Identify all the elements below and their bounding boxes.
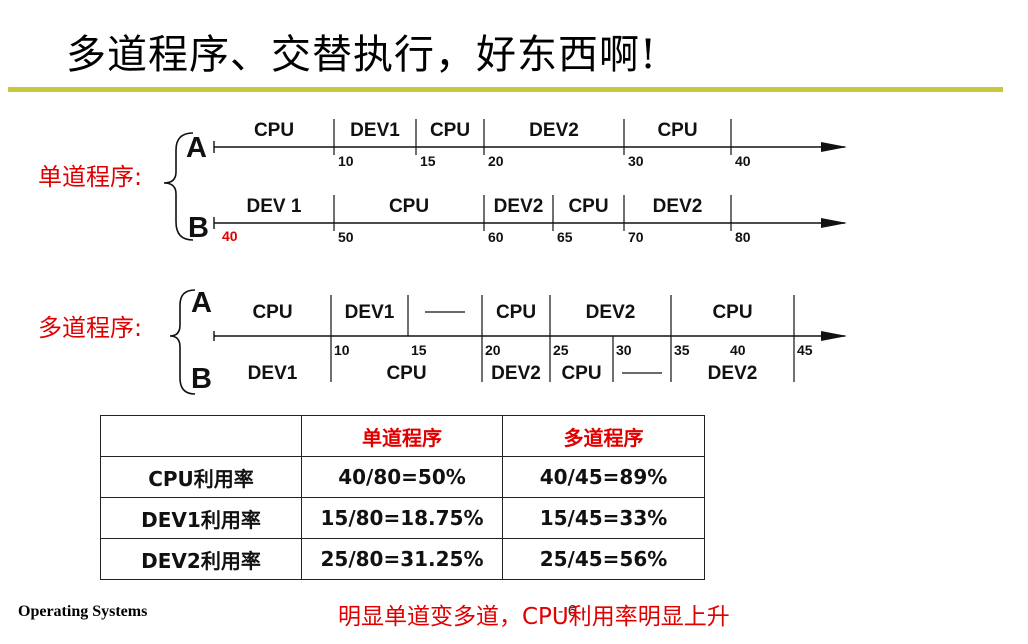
segment-label: CPU	[254, 120, 294, 141]
table-header-cell: 多道程序	[502, 415, 705, 457]
tick-label: 15	[420, 153, 436, 169]
single-row-b-label: B	[188, 212, 209, 244]
tick-label: 50	[338, 229, 354, 245]
table-cell: DEV2利用率	[100, 538, 302, 580]
table-row: DEV1利用率 15/80=18.75% 15/45=33%	[100, 497, 705, 539]
segment-label: DEV2	[708, 363, 758, 384]
single-row-b-start-tick: 40	[222, 228, 238, 244]
segment-label: DEV1	[345, 302, 395, 323]
segment-label: CPU	[496, 302, 536, 323]
single-program-label: 单道程序:	[38, 163, 142, 191]
segment-label: DEV2	[653, 196, 703, 217]
tick-label: 20	[488, 153, 504, 169]
multi-row-a-label: A	[191, 287, 212, 319]
segment-label: DEV2	[491, 363, 541, 384]
utilization-table: 单道程序 多道程序 CPU利用率 40/80=50% 40/45=89% DEV…	[100, 415, 705, 580]
tick-label: 10	[338, 153, 354, 169]
tick-label: 25	[553, 342, 569, 358]
table-cell: DEV1利用率	[100, 497, 302, 539]
single-row-b-timeline: DEV 1 CPU DEV2 CPU DEV2 50 60 65 70 80	[213, 195, 847, 245]
table-cell: 25/80=31.25%	[301, 538, 503, 580]
title-rule	[8, 87, 1003, 92]
table-row: CPU利用率 40/80=50% 40/45=89%	[100, 456, 705, 498]
table-header-cell: 单道程序	[301, 415, 503, 457]
segment-label: DEV2	[529, 120, 579, 141]
table-cell: 40/80=50%	[301, 456, 503, 498]
segment-label: CPU	[712, 302, 752, 323]
table-cell: 25/45=56%	[502, 538, 705, 580]
tick-label: 30	[628, 153, 644, 169]
segment-label: CPU	[430, 120, 470, 141]
tick-label: 80	[735, 229, 751, 245]
segment-label: DEV2	[494, 196, 544, 217]
tick-label: 65	[557, 229, 573, 245]
tick-label: 35	[674, 342, 690, 358]
slide-title: 多道程序、交替执行，好东西啊!	[66, 32, 658, 78]
segment-label: DEV 1	[247, 196, 302, 217]
segment-label: CPU	[561, 363, 601, 384]
table-header-row: 单道程序 多道程序	[100, 415, 705, 457]
tick-label: 40	[730, 342, 746, 358]
footer-conclusion-note: 明显单道变多道，CPU利用率明显上升	[338, 604, 730, 630]
segment-label: CPU	[657, 120, 697, 141]
table-row: DEV2利用率 25/80=31.25% 25/45=56%	[100, 538, 705, 580]
table-cell: 40/45=89%	[502, 456, 705, 498]
tick-label: 10	[334, 342, 350, 358]
segment-label: DEV1	[350, 120, 400, 141]
segment-label: CPU	[568, 196, 608, 217]
multi-row-b-label: B	[191, 363, 212, 395]
segment-label: CPU	[386, 363, 426, 384]
single-brace	[163, 132, 194, 241]
tick-label: 15	[411, 342, 427, 358]
footer-page-number: - 6 -	[558, 603, 587, 620]
footer-course-name: Operating Systems	[18, 603, 148, 620]
segment-label: DEV2	[586, 302, 636, 323]
multi-brace	[169, 289, 196, 395]
segment-label: DEV1	[248, 363, 298, 384]
segment-label: CPU	[252, 302, 292, 323]
single-row-a-timeline: CPU DEV1 CPU DEV2 CPU 10 15 20 30 40	[213, 119, 847, 169]
table-cell: 15/45=33%	[502, 497, 705, 539]
tick-label: 45	[797, 342, 813, 358]
tick-label: 20	[485, 342, 501, 358]
tick-label: 40	[735, 153, 751, 169]
tick-label: 30	[616, 342, 632, 358]
single-row-a-label: A	[186, 132, 207, 164]
tick-label: 60	[488, 229, 504, 245]
table-cell: CPU利用率	[100, 456, 302, 498]
table-header-cell	[100, 415, 302, 457]
tick-label: 70	[628, 229, 644, 245]
multi-program-label: 多道程序:	[38, 314, 142, 342]
table-cell: 15/80=18.75%	[301, 497, 503, 539]
segment-label: CPU	[389, 196, 429, 217]
